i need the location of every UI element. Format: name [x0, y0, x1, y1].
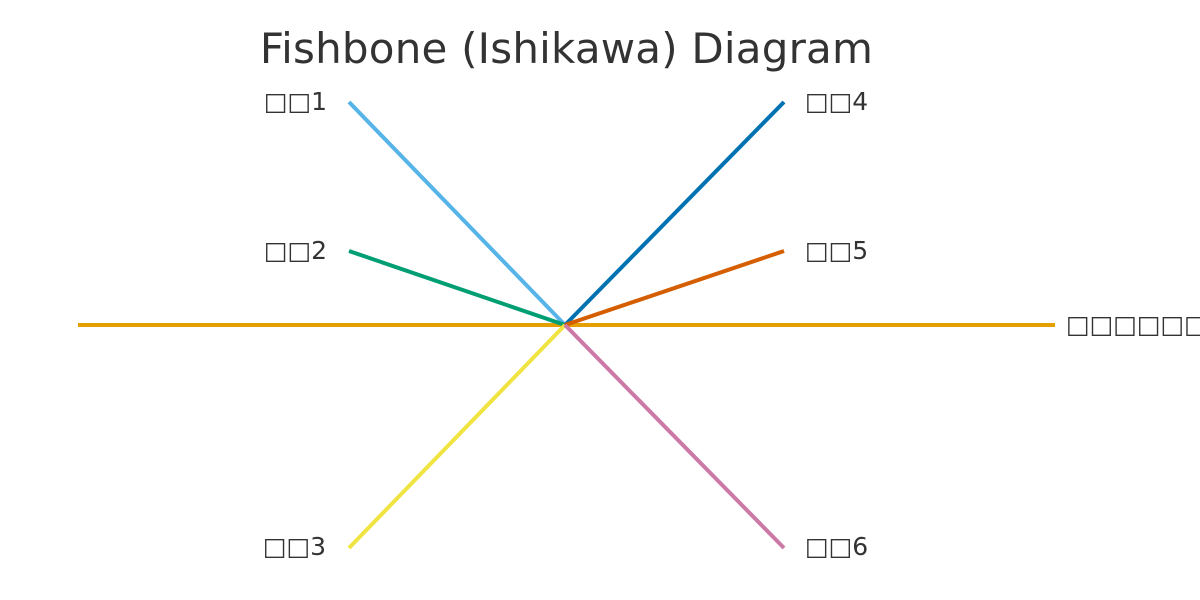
cause-label-6: □□6 [805, 532, 869, 561]
cause-bone-4 [563, 100, 786, 327]
cause-bone-2 [348, 249, 566, 327]
cause-label-5: □□5 [805, 236, 869, 265]
cause-label-3: □□3 [262, 532, 326, 561]
cause-bone-3 [347, 323, 567, 550]
cause-bone-6 [563, 323, 786, 550]
cause-bone-5 [564, 249, 785, 327]
effect-label: □□□□□□ [1066, 310, 1200, 339]
cause-label-2: □□2 [263, 236, 327, 265]
diagram-title: Fishbone (Ishikawa) Diagram [259, 24, 874, 73]
cause-label-4: □□4 [805, 87, 869, 116]
cause-bone-1 [347, 100, 567, 327]
cause-label-1: □□1 [263, 87, 327, 116]
